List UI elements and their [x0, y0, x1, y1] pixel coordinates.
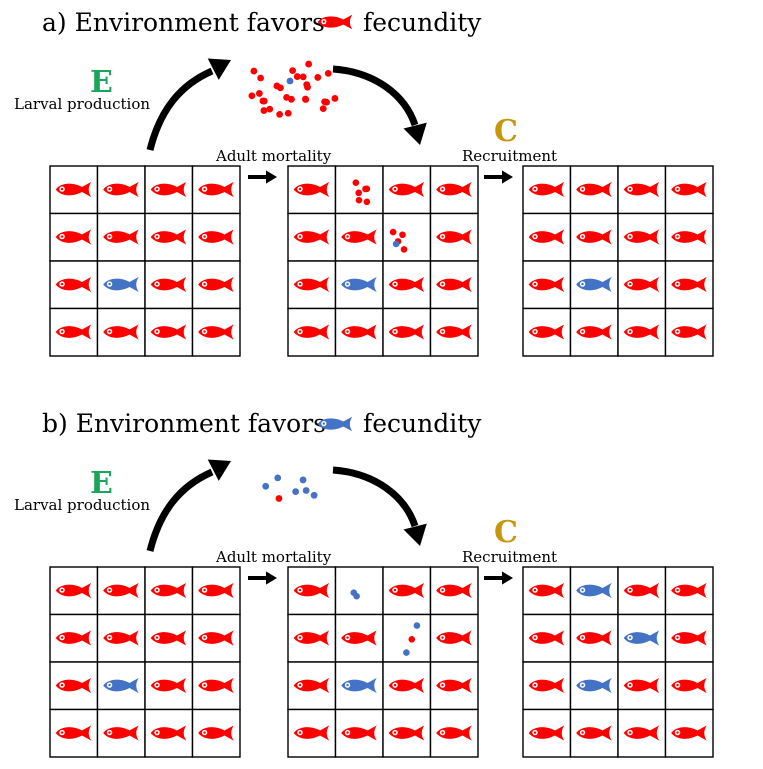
red-larva-dot	[319, 105, 327, 112]
blue-larva-dot	[292, 488, 300, 495]
red-larva-dot	[276, 110, 284, 118]
dispersal-arrowhead	[403, 122, 427, 145]
red-larva-dot	[331, 95, 339, 102]
dispersal-arrowhead	[403, 523, 427, 546]
red-larva-dot	[363, 185, 371, 193]
recruitment-arrowhead	[502, 571, 513, 585]
larval-production-arrowhead	[207, 459, 231, 481]
grid-after-mortality	[287, 165, 479, 357]
panel-a-mortality-label: Adult mortality	[215, 147, 332, 165]
red-larva-dot	[408, 636, 416, 643]
blue-larva-dot	[403, 649, 410, 656]
grid-after-mortality	[287, 566, 479, 758]
blue-larva-dot	[299, 476, 307, 484]
panel-a-C-letter: C	[494, 114, 518, 149]
red-larva-dot	[255, 90, 263, 97]
blue-larva-dot	[310, 491, 318, 499]
grid-after-recruitment	[522, 566, 714, 758]
panel-b-larval-label: Larval production	[14, 496, 150, 514]
panel-a-E-letter: E	[90, 65, 113, 100]
red-larva-dot	[355, 189, 362, 197]
red-larva-dot	[260, 97, 268, 105]
panel-a-larval-label: Larval production	[14, 95, 150, 113]
red-larva-dot	[257, 74, 265, 82]
red-larva-dot	[248, 92, 256, 100]
red-larva-dot	[283, 93, 290, 101]
red-larva-dot	[363, 198, 371, 206]
panel-b-graphics	[49, 459, 714, 758]
blue-larva-dot	[286, 77, 294, 85]
red-larva-dot	[260, 107, 268, 114]
grid-after-recruitment	[522, 165, 714, 357]
red-larva-dot	[302, 95, 309, 103]
red-larva-dot	[284, 109, 292, 117]
red-larva-dot	[299, 73, 307, 81]
blue-larva-dot	[262, 482, 270, 490]
red-larva-dot	[305, 60, 313, 68]
red-larva-dot	[275, 495, 283, 502]
red-larva-dot	[389, 228, 397, 236]
panel-b-mortality-label: Adult mortality	[215, 548, 332, 566]
red-larva-dot	[399, 231, 406, 239]
blue-larva-dot	[350, 589, 358, 596]
red-larva-dot	[314, 74, 322, 81]
grid-cell	[382, 212, 432, 262]
red-larva-dot	[266, 105, 274, 113]
red-larva-dot	[293, 73, 301, 80]
blue-larva-dot	[413, 622, 421, 629]
panel-b-title-suffix: fecundity	[363, 409, 482, 438]
panel-b-title-prefix: b) Environment favors	[42, 409, 326, 438]
panel-b-E-letter: E	[90, 466, 113, 501]
dispersal-arrow	[332, 65, 419, 127]
red-larva-dot	[277, 84, 284, 92]
blue-larva-dot	[302, 487, 310, 494]
mortality-arrowhead	[266, 571, 277, 585]
panel-a-title-prefix: a) Environment favors	[42, 8, 325, 37]
panel-a-graphics	[49, 58, 714, 357]
grid-cell	[334, 566, 384, 616]
panel-a-recruitment-label: Recruitment	[462, 147, 557, 165]
red-larva-dot	[304, 83, 311, 91]
panel-b-C-letter: C	[494, 515, 518, 550]
grid-before	[49, 165, 241, 357]
red-larva-dot	[289, 67, 297, 75]
panel-a: a) Environment favors fecundity E Larval…	[14, 8, 714, 357]
larval-production-arrow	[146, 468, 214, 552]
recruitment-arrowhead	[502, 170, 513, 184]
red-larva-dot	[355, 196, 363, 204]
blue-larva-dot	[392, 240, 400, 248]
red-larva-dot	[400, 246, 408, 253]
blue-larva-dot	[274, 474, 282, 482]
dispersal-arrow	[332, 466, 419, 528]
red-larva-dot	[250, 67, 258, 75]
panel-b: b) Environment favors fecundity E Larval…	[14, 409, 714, 758]
grid-before	[49, 566, 241, 758]
mortality-arrowhead	[266, 170, 277, 184]
panel-a-title-suffix: fecundity	[363, 8, 482, 37]
red-larva-dot	[352, 179, 360, 186]
red-larva-dot	[324, 69, 332, 77]
panel-b-recruitment-label: Recruitment	[462, 548, 557, 566]
larval-production-arrow	[146, 67, 214, 151]
larval-production-arrowhead	[207, 58, 231, 80]
red-larva-dot	[321, 98, 329, 106]
